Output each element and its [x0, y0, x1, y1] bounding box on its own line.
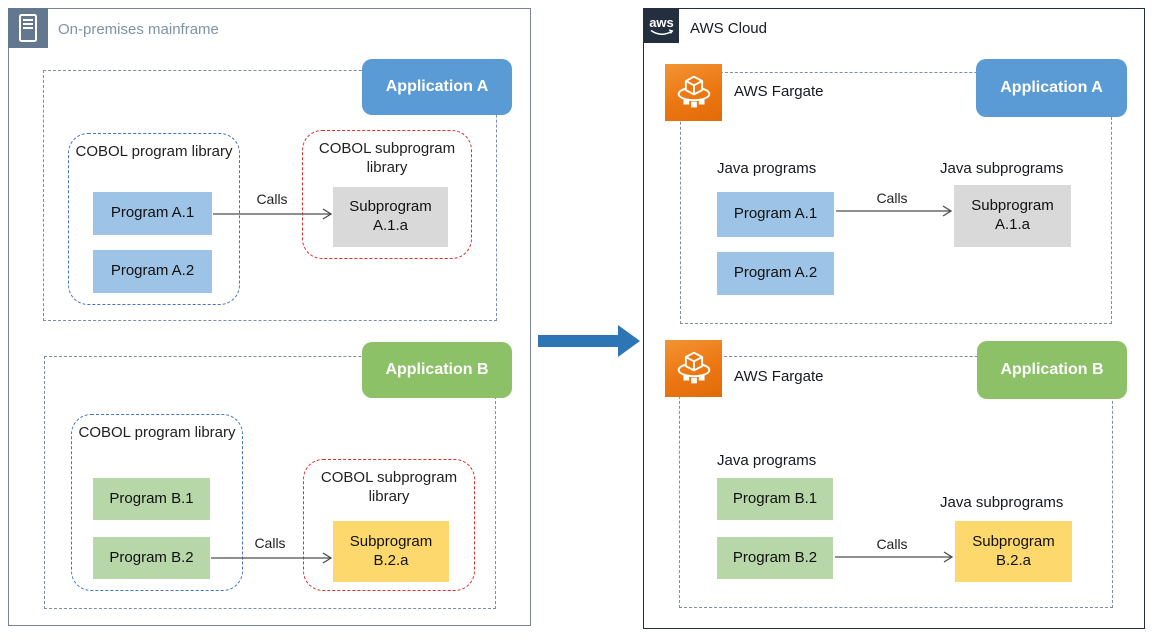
cobol-subprogram-library-b-title: COBOL subprogram library — [320, 469, 458, 505]
program-b2-onprem: Program B.2 — [93, 537, 210, 579]
program-a2-aws: Program A.2 — [717, 252, 834, 295]
java-programs-title-a: Java programs — [717, 160, 817, 177]
fargate-label-a: AWS Fargate — [734, 83, 824, 100]
calls-label-onprem-b: Calls — [254, 535, 286, 551]
cobol-program-library-b: COBOL program library — [71, 414, 243, 591]
subprogram-a1a-aws: Subprogram A.1.a — [954, 185, 1071, 247]
program-a2-onprem: Program A.2 — [93, 250, 212, 293]
java-subprograms-title-b: Java subprograms — [940, 494, 1064, 511]
program-a1-onprem: Program A.1 — [93, 192, 212, 235]
subprogram-b2a-aws: Subprogram B.2.a — [955, 521, 1072, 582]
aws-fargate-icon-b — [665, 340, 722, 397]
application-b-badge-aws: Application B — [977, 341, 1127, 399]
fargate-label-b: AWS Fargate — [734, 368, 824, 385]
program-b2-aws: Program B.2 — [717, 537, 833, 579]
application-b-badge-onprem: Application B — [362, 342, 512, 398]
on-premises-title: On-premises mainframe — [58, 21, 219, 38]
program-a1-aws: Program A.1 — [717, 192, 834, 237]
app-a-container-onprem — [43, 70, 497, 321]
subprogram-a1a-onprem: Subprogram A.1.a — [333, 187, 448, 247]
application-a-badge-aws: Application A — [976, 59, 1127, 117]
calls-label-aws-b: Calls — [876, 536, 908, 552]
cobol-subprogram-library-a: COBOL subprogram library — [302, 130, 472, 259]
aws-fargate-icon-a — [665, 64, 722, 121]
aws-cloud-title: AWS Cloud — [690, 20, 767, 37]
mainframe-server-icon — [8, 8, 48, 48]
program-b1-aws: Program B.1 — [717, 478, 833, 520]
cobol-subprogram-library-b: COBOL subprogram library — [303, 459, 475, 591]
cobol-program-library-a-title: COBOL program library — [75, 143, 233, 160]
aws-logo-text: aws — [649, 14, 674, 30]
aws-logo: aws — [644, 9, 679, 43]
application-a-badge-onprem: Application A — [362, 59, 512, 115]
cobol-subprogram-library-a-title: COBOL subprogram library — [318, 140, 456, 176]
cobol-program-library-a: COBOL program library — [68, 133, 240, 305]
cobol-program-library-b-title: COBOL program library — [78, 424, 236, 441]
program-b1-onprem: Program B.1 — [93, 478, 210, 520]
app-b-container-onprem — [44, 356, 496, 609]
migration-right-arrow — [538, 325, 640, 357]
calls-label-onprem-a: Calls — [256, 191, 288, 207]
app-b-container-aws — [679, 356, 1113, 608]
java-programs-title-b: Java programs — [717, 452, 817, 469]
aws-smile-icon — [650, 28, 674, 35]
calls-label-aws-a: Calls — [876, 190, 908, 206]
java-subprograms-title-a: Java subprograms — [940, 160, 1064, 177]
subprogram-b2a-onprem: Subprogram B.2.a — [333, 521, 449, 582]
app-a-container-aws — [680, 72, 1112, 324]
